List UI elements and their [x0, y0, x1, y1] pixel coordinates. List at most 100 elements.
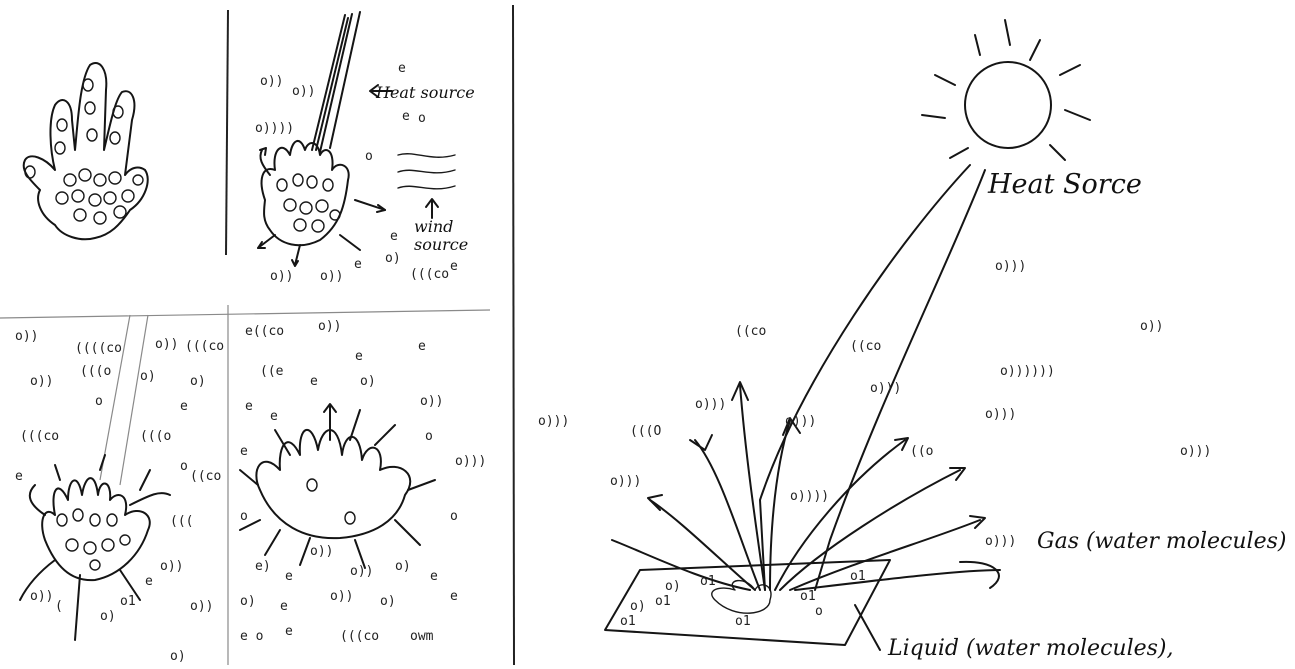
- svg-text:o)): o)): [190, 599, 213, 614]
- svg-text:(((co: (((co: [185, 339, 224, 354]
- svg-text:(((O: (((O: [630, 424, 661, 439]
- svg-text:o: o: [180, 459, 188, 474]
- svg-text:(((: (((: [170, 514, 193, 529]
- svg-text:o)): o)): [320, 269, 343, 284]
- svg-text:(: (: [55, 599, 63, 614]
- svg-text:e: e: [450, 259, 458, 274]
- svg-text:o): o): [630, 599, 646, 614]
- svg-text:e: e: [145, 574, 153, 589]
- svg-text:o1: o1: [620, 614, 636, 629]
- svg-text:e: e: [354, 257, 362, 272]
- heat-beam-icon: [312, 12, 360, 152]
- svg-text:e o: e o: [240, 629, 263, 644]
- svg-text:o1: o1: [655, 594, 671, 609]
- svg-text:o)): o)): [330, 589, 353, 604]
- svg-text:((co: ((co: [850, 339, 881, 354]
- svg-text:e: e: [245, 399, 253, 414]
- svg-text:o))): o))): [870, 381, 901, 396]
- wind-lines-icon: [398, 154, 455, 189]
- svg-text:o)): o)): [160, 559, 183, 574]
- panel-1-puddle: [24, 63, 148, 239]
- svg-text:o): o): [665, 579, 681, 594]
- liquid-label: Liquid (water molecules),: [887, 636, 1173, 661]
- svg-text:owm: owm: [410, 629, 434, 644]
- svg-text:o): o): [100, 609, 116, 624]
- svg-text:e: e: [418, 339, 426, 354]
- svg-text:o): o): [395, 559, 411, 574]
- svg-text:o)))): o)))): [790, 489, 829, 504]
- sunbeam-left: [760, 165, 970, 590]
- svg-text:o): o): [385, 251, 401, 266]
- svg-text:e): e): [255, 559, 271, 574]
- svg-text:o)))))): o)))))): [1000, 364, 1055, 379]
- svg-text:e: e: [450, 589, 458, 604]
- svg-text:((((co: ((((co: [75, 341, 122, 356]
- svg-text:(((co: (((co: [20, 429, 59, 444]
- svg-text:o))): o))): [995, 259, 1026, 274]
- wind-label: wind: [414, 217, 453, 236]
- svg-text:o1: o1: [735, 614, 751, 629]
- svg-text:o))): o))): [985, 407, 1016, 422]
- svg-text:(((co: (((co: [410, 267, 449, 282]
- gas-label: Gas (water molecules): [1037, 529, 1286, 554]
- svg-text:(((o: (((o: [80, 364, 111, 379]
- svg-text:o)): o)): [270, 269, 293, 284]
- svg-text:o))): o))): [455, 454, 486, 469]
- svg-text:o: o: [365, 149, 373, 164]
- svg-text:o)): o)): [260, 74, 283, 89]
- svg-text:o)): o)): [292, 84, 315, 99]
- panel-2-heating: Heat source wind source o))o))e o))))oo …: [255, 12, 475, 284]
- svg-text:o)): o)): [1140, 319, 1163, 334]
- svg-text:o: o: [450, 509, 458, 524]
- svg-text:e: e: [240, 444, 248, 459]
- liquid-surface: [605, 560, 890, 645]
- svg-text:e: e: [270, 409, 278, 424]
- svg-text:o): o): [140, 369, 156, 384]
- svg-text:o: o: [240, 509, 248, 524]
- svg-text:(((o: (((o: [140, 429, 171, 444]
- molecules-panel-4: e((coo))e ((eee o)ee o))oo))) eoo e)eo))…: [240, 319, 486, 644]
- svg-text:o: o: [95, 394, 103, 409]
- svg-text:e: e: [280, 599, 288, 614]
- svg-text:o: o: [418, 111, 426, 126]
- wind-source-arrow: [426, 199, 438, 218]
- svg-text:o): o): [190, 374, 206, 389]
- liquid-pointer: [855, 605, 880, 650]
- svg-text:o)): o)): [15, 329, 38, 344]
- svg-text:o)): o)): [420, 394, 443, 409]
- svg-text:o1: o1: [800, 589, 816, 604]
- svg-text:o)): o)): [310, 544, 333, 559]
- molecules-right: ((co((coo))) (((Oo)))o))) o)))o)))o)) o)…: [538, 259, 1211, 549]
- source-label: source: [414, 235, 468, 254]
- svg-text:e: e: [402, 109, 410, 124]
- svg-text:o)): o)): [318, 319, 341, 334]
- svg-text:e: e: [15, 469, 23, 484]
- svg-text:o))): o))): [985, 534, 1016, 549]
- svg-text:e: e: [430, 569, 438, 584]
- svg-text:((e: ((e: [260, 364, 284, 379]
- svg-text:o)): o)): [30, 374, 53, 389]
- svg-text:o))): o))): [695, 397, 726, 412]
- svg-text:e: e: [355, 349, 363, 364]
- svg-text:o))): o))): [1180, 444, 1211, 459]
- svg-text:((co: ((co: [190, 469, 221, 484]
- svg-text:o: o: [425, 429, 433, 444]
- svg-text:e: e: [285, 569, 293, 584]
- svg-text:e: e: [390, 229, 398, 244]
- svg-text:o): o): [360, 374, 376, 389]
- svg-text:o))): o))): [610, 474, 641, 489]
- sun-rays: [922, 20, 1090, 160]
- svg-text:o)))): o)))): [255, 121, 294, 136]
- svg-text:o)): o)): [155, 337, 178, 352]
- svg-text:o)): o)): [350, 564, 373, 579]
- svg-text:o1: o1: [120, 594, 136, 609]
- svg-text:e: e: [310, 374, 318, 389]
- svg-text:o))): o))): [785, 414, 816, 429]
- svg-text:e: e: [285, 624, 293, 639]
- svg-text:(((co: (((co: [340, 629, 379, 644]
- svg-text:o): o): [380, 594, 396, 609]
